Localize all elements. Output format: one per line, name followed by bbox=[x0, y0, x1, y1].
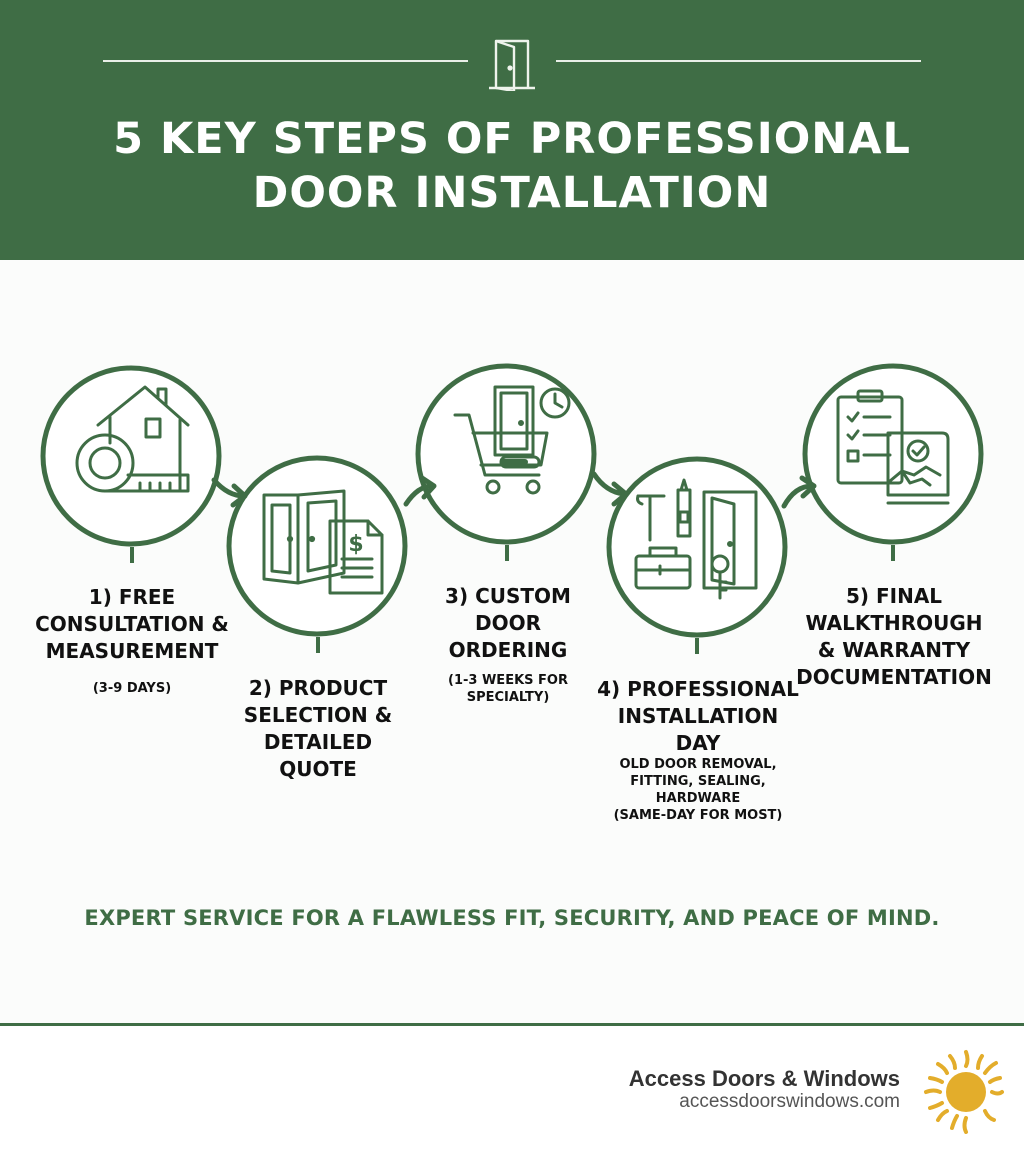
footer-divider bbox=[0, 1023, 1024, 1026]
step-4-note-line: OLD DOOR REMOVAL, bbox=[619, 757, 777, 772]
step-arrows bbox=[211, 471, 817, 509]
title-line-1: 5 KEY STEPS OF PROFESSIONAL bbox=[113, 114, 911, 164]
step-1-note: (3-9 DAYS) bbox=[14, 680, 250, 697]
steps-diagram: $ bbox=[0, 260, 1024, 900]
step-2-label-line: DETAILED bbox=[263, 730, 373, 754]
step-3-label-line: DOOR bbox=[474, 611, 541, 635]
footer bbox=[0, 1026, 1024, 1154]
step-3-note-line: (1-3 WEEKS FOR bbox=[448, 673, 568, 688]
brand-url: accessdoorswindows.com bbox=[679, 1091, 900, 1112]
cart-door-clock-icon bbox=[415, 363, 597, 545]
arrow-3-to-4 bbox=[591, 471, 627, 497]
header-rule-left bbox=[103, 60, 468, 62]
tagline: EXPERT SERVICE FOR A FLAWLESS FIT, SECUR… bbox=[84, 906, 940, 930]
step-3-stem bbox=[505, 545, 509, 565]
page-title: 5 KEY STEPS OF PROFESSIONAL DOOR INSTALL… bbox=[0, 112, 1024, 220]
title-line-2: DOOR INSTALLATION bbox=[252, 168, 772, 218]
step-3-note: (1-3 WEEKS FOR SPECIALTY) bbox=[390, 672, 626, 706]
arrow-2-to-3-head bbox=[419, 475, 437, 500]
step-2-label-line: QUOTE bbox=[279, 757, 357, 781]
step-4-note-line: HARDWARE bbox=[655, 791, 741, 806]
step-3-label: 3) CUSTOM DOOR ORDERING bbox=[390, 583, 626, 664]
step-3-label-line: ORDERING bbox=[448, 638, 568, 662]
checklist-handshake-icon bbox=[802, 363, 984, 545]
step-4-label-line: INSTALLATION bbox=[617, 704, 779, 728]
sun-icon bbox=[924, 1050, 1004, 1134]
svg-text:$: $ bbox=[348, 532, 363, 557]
step-3-note-line: SPECIALTY) bbox=[466, 690, 550, 705]
house-tape-measure-icon bbox=[40, 365, 222, 547]
step-4-circle bbox=[606, 456, 788, 638]
step-1-label: 1) FREE CONSULTATION & MEASUREMENT bbox=[14, 584, 250, 665]
arrow-4-to-5 bbox=[781, 483, 815, 509]
step-2-label-line: 2) PRODUCT bbox=[248, 676, 388, 700]
step-1-label-line: MEASUREMENT bbox=[45, 639, 219, 663]
step-4-stem bbox=[695, 638, 699, 658]
step-1-note-line: (3-9 DAYS) bbox=[92, 681, 172, 696]
step-1-label-line: CONSULTATION & bbox=[35, 612, 229, 636]
step-2-stem bbox=[316, 637, 320, 657]
step-5-label-line: & WARRANTY bbox=[817, 638, 971, 662]
step-3-label-line: 3) CUSTOM bbox=[445, 584, 571, 608]
door-quote-icon: $ bbox=[226, 455, 408, 637]
step-5-stem bbox=[891, 545, 895, 565]
step-5-label: 5) FINAL WALKTHROUGH & WARRANTY DOCUMENT… bbox=[776, 583, 1012, 691]
step-2-circle: $ bbox=[226, 455, 408, 637]
step-4-note: OLD DOOR REMOVAL, FITTING, SEALING, HARD… bbox=[580, 756, 816, 824]
step-1-stem bbox=[130, 547, 134, 567]
step-4-label: 4) PROFESSIONAL INSTALLATION DAY bbox=[580, 676, 816, 757]
step-1-circle bbox=[40, 365, 222, 547]
door-icon bbox=[489, 39, 535, 91]
arrow-3-to-4-head bbox=[611, 481, 629, 507]
step-2-label: 2) PRODUCT SELECTION & DETAILED QUOTE bbox=[200, 675, 436, 783]
header-banner: 5 KEY STEPS OF PROFESSIONAL DOOR INSTALL… bbox=[0, 0, 1024, 260]
brand-name: Access Doors & Windows bbox=[628, 1066, 900, 1091]
arrow-1-to-2-head bbox=[230, 483, 248, 508]
step-2-label-line: SELECTION & bbox=[243, 703, 393, 727]
step-4-note-line: (SAME-DAY FOR MOST) bbox=[613, 808, 783, 823]
step-4-note-line: FITTING, SEALING, bbox=[630, 774, 766, 789]
step-1-label-line: 1) FREE bbox=[88, 585, 176, 609]
step-5-circle bbox=[802, 363, 984, 545]
step-5-label-line: 5) FINAL bbox=[845, 584, 943, 608]
step-4-label-line: 4) PROFESSIONAL bbox=[597, 677, 799, 701]
step-5-label-line: WALKTHROUGH bbox=[805, 611, 983, 635]
step-3-circle bbox=[415, 363, 597, 545]
arrow-4-to-5-head bbox=[799, 475, 817, 499]
header-rule-right bbox=[556, 60, 921, 62]
tools-door-key-icon bbox=[606, 456, 788, 638]
arrow-2-to-3 bbox=[403, 483, 435, 507]
step-5-label-line: DOCUMENTATION bbox=[796, 665, 992, 689]
step-4-label-line: DAY bbox=[675, 731, 721, 755]
